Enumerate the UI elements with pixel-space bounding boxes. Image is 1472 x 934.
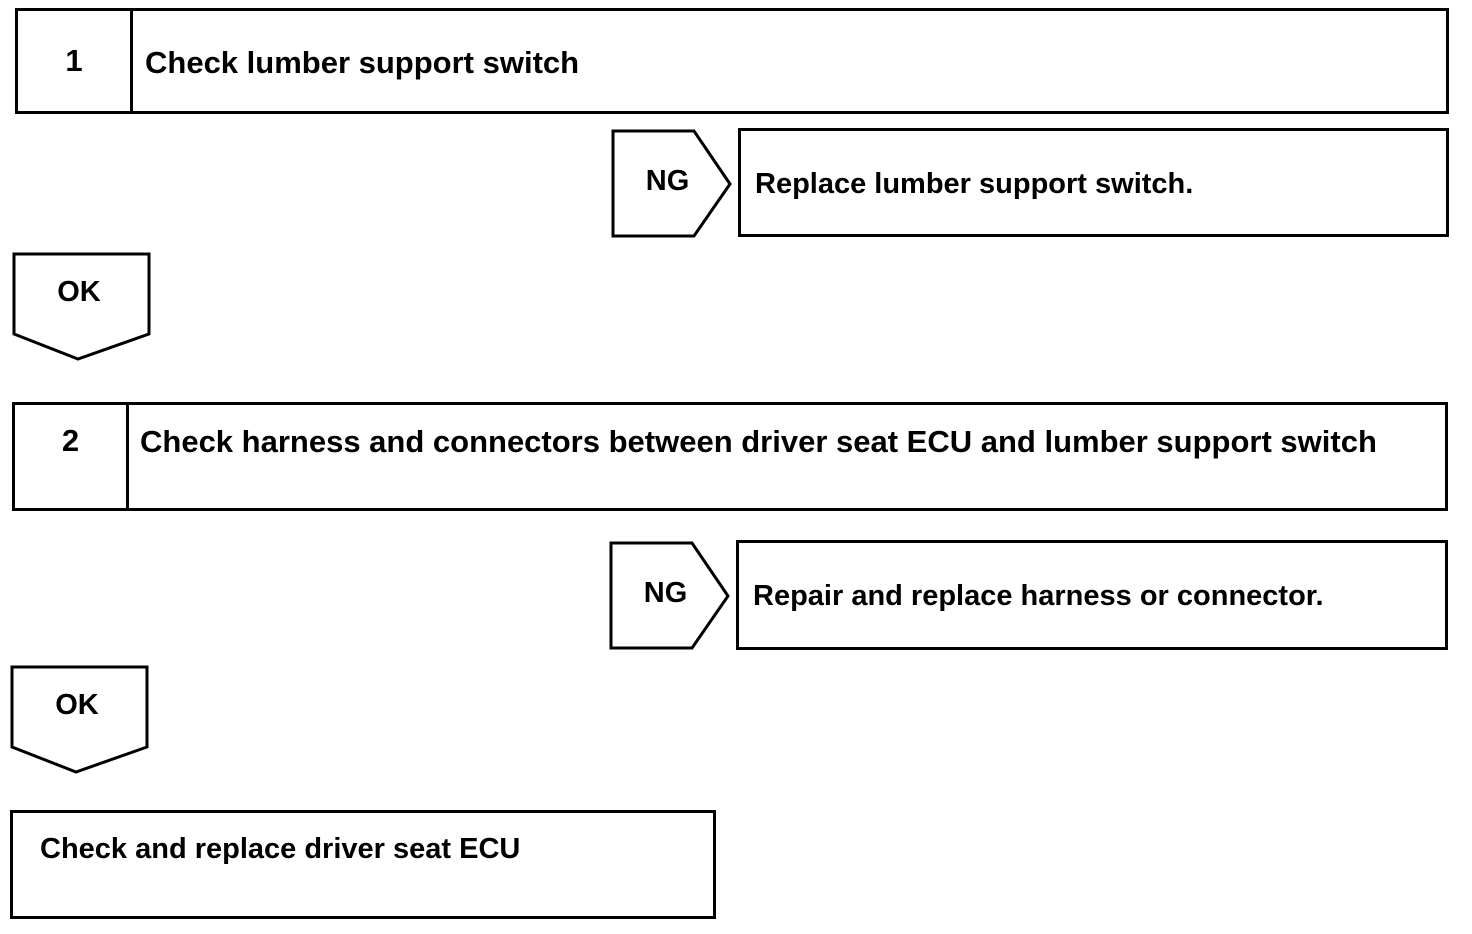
ok-label-2: OK — [55, 689, 99, 721]
step-2-text: Check harness and connectors between dri… — [140, 424, 1377, 459]
ng-result-box-1: Replace lumber support switch. — [738, 128, 1449, 237]
ok-arrow-2 — [10, 665, 149, 774]
step-2-box: 2 Check harness and connectors between d… — [12, 402, 1448, 511]
ng-label-2: NG — [643, 577, 688, 609]
step-2-number: 2 — [15, 405, 129, 508]
step-1-number: 1 — [18, 11, 133, 111]
ng-label-1: NG — [645, 165, 690, 197]
step-1-text: Check lumber support switch — [145, 45, 580, 80]
ng-arrow-1 — [611, 129, 732, 238]
ok-arrow-1 — [12, 252, 151, 361]
step-1-box: 1 Check lumber support switch — [15, 8, 1449, 114]
final-step-text: Check and replace driver seat ECU — [40, 833, 521, 865]
ng-result-text-1: Replace lumber support switch. — [755, 168, 1194, 200]
ng-result-text-2: Repair and replace harness or connector. — [753, 580, 1324, 612]
ok-label-1: OK — [57, 276, 101, 308]
final-step-box: Check and replace driver seat ECU — [10, 810, 716, 919]
ng-arrow-2 — [609, 541, 730, 650]
ng-result-box-2: Repair and replace harness or connector. — [736, 540, 1448, 650]
